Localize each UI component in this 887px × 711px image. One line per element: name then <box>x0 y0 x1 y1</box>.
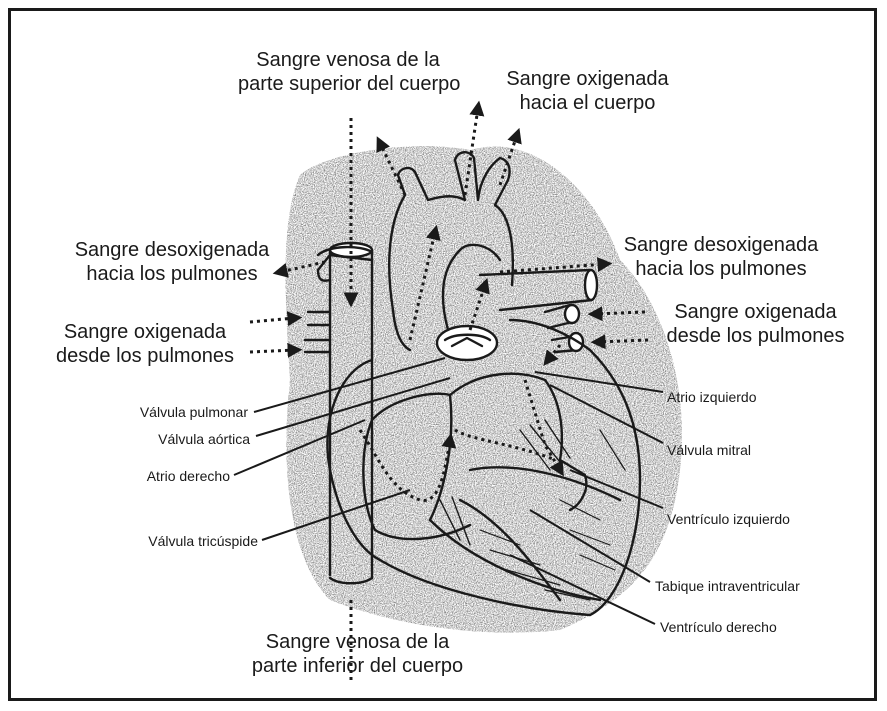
label-line: Sangre desoxigenada <box>56 238 288 262</box>
label-sangre-venosa-inferior: Sangre venosa de la parte inferior del c… <box>235 630 480 678</box>
label-line: Sangre oxigenada <box>495 67 680 91</box>
label-desoxigenada-izquierda: Sangre desoxigenada hacia los pulmones <box>56 238 288 286</box>
label-sangre-venosa-superior: Sangre venosa de la parte superior del c… <box>238 48 458 96</box>
label-line: desde los pulmones <box>648 324 863 348</box>
label-oxigenada-desde-izquierda: Sangre oxigenada desde los pulmones <box>30 320 260 368</box>
label-ventriculo-derecho: Ventrículo derecho <box>660 619 777 636</box>
label-oxigenada-desde-derecha: Sangre oxigenada desde los pulmones <box>648 300 863 348</box>
label-line: hacia el cuerpo <box>495 91 680 115</box>
label-valvula-aortica: Válvula aórtica <box>90 431 250 448</box>
label-line: parte superior del cuerpo <box>238 72 458 96</box>
label-line: desde los pulmones <box>30 344 260 368</box>
label-line: hacia los pulmones <box>56 262 288 286</box>
label-ventriculo-izquierdo: Ventrículo izquierdo <box>667 511 790 528</box>
label-oxigenada-hacia-cuerpo: Sangre oxigenada hacia el cuerpo <box>495 67 680 115</box>
label-line: hacia los pulmones <box>605 257 837 281</box>
label-valvula-mitral: Válvula mitral <box>667 442 751 459</box>
label-tabique-intraventricular: Tabique intraventricular <box>655 578 800 595</box>
label-atrio-izquierdo: Atrio izquierdo <box>667 389 757 406</box>
label-line: Sangre oxigenada <box>648 300 863 324</box>
label-line: Sangre desoxigenada <box>605 233 837 257</box>
label-valvula-pulmonar: Válvula pulmonar <box>90 404 248 421</box>
label-line: Sangre venosa de la <box>235 630 480 654</box>
label-line: parte inferior del cuerpo <box>235 654 480 678</box>
valve-ring <box>437 326 497 360</box>
label-line: Sangre oxigenada <box>30 320 260 344</box>
label-valvula-tricuspide: Válvula tricúspide <box>90 533 258 550</box>
label-atrio-derecho: Atrio derecho <box>90 468 230 485</box>
label-line: Sangre venosa de la <box>238 48 458 72</box>
label-desoxigenada-derecha: Sangre desoxigenada hacia los pulmones <box>605 233 837 281</box>
